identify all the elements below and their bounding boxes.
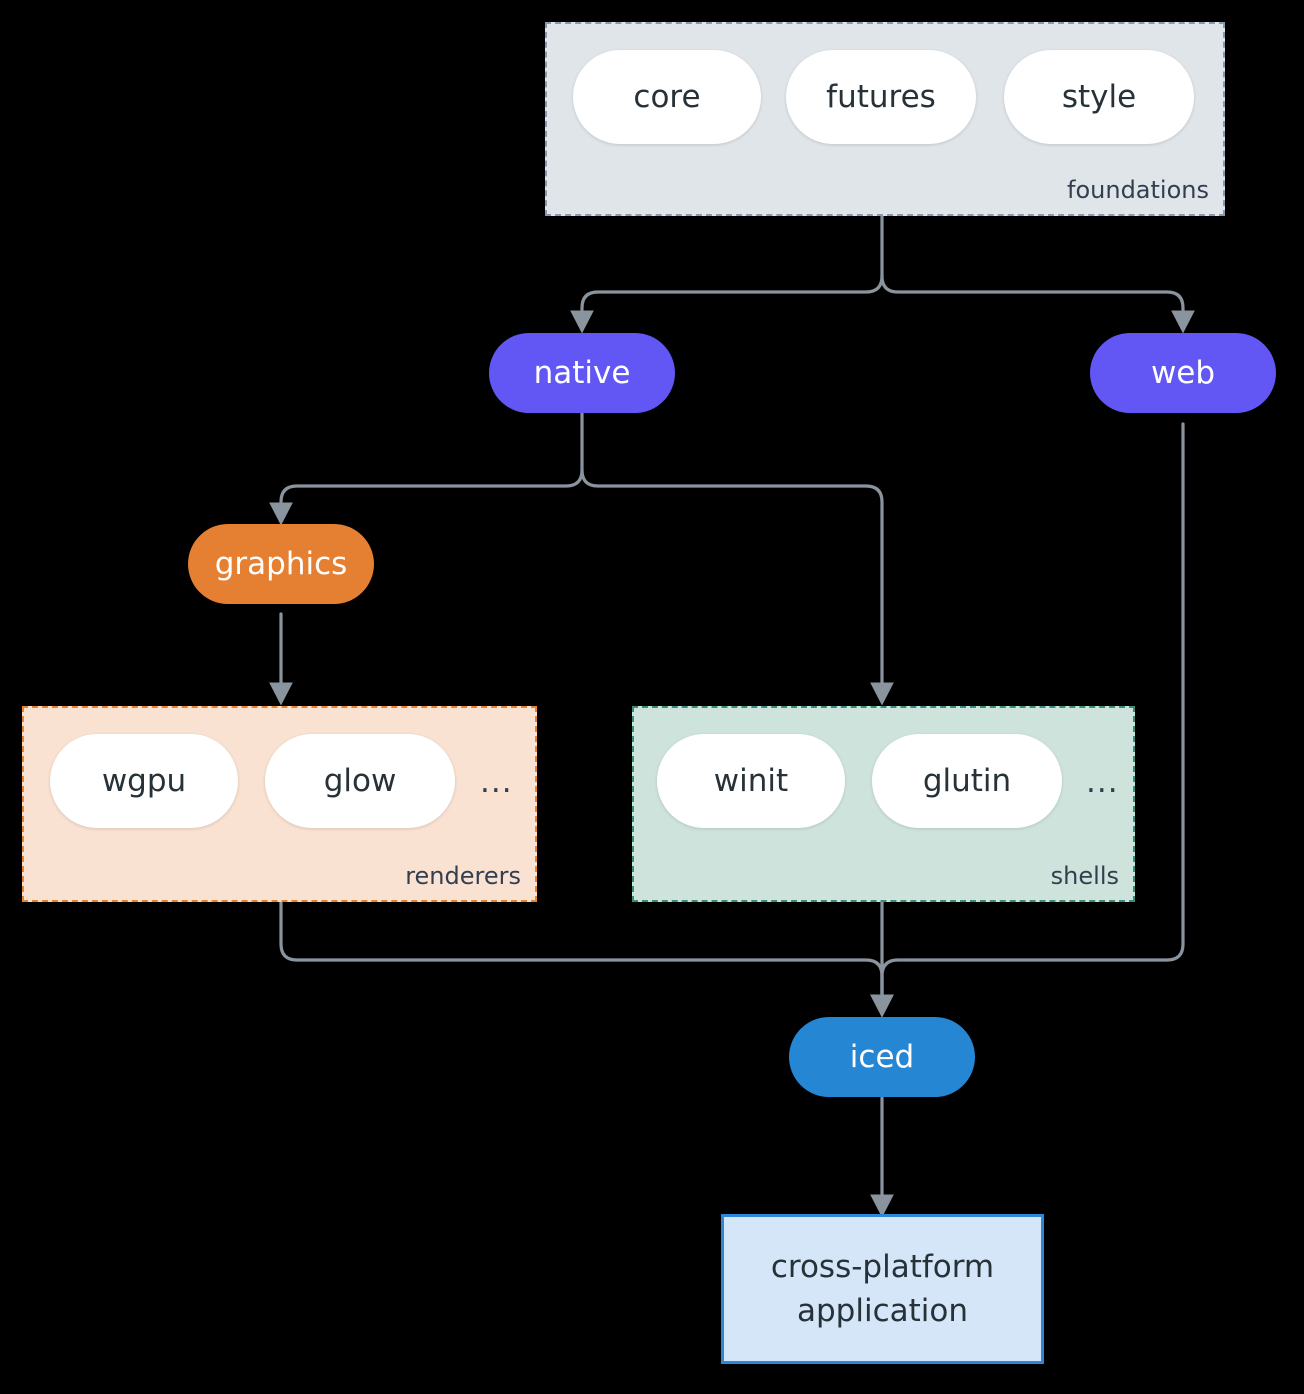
node-iced[interactable]: iced bbox=[789, 1017, 975, 1097]
node-native[interactable]: native bbox=[489, 333, 675, 413]
node-wgpu[interactable]: wgpu bbox=[50, 734, 238, 828]
edge-native-shells bbox=[580, 468, 894, 706]
application-line-1: cross-platform bbox=[770, 1248, 995, 1285]
node-web[interactable]: web bbox=[1090, 333, 1276, 413]
edge-renderers-iced bbox=[279, 900, 894, 1018]
node-graphics[interactable]: graphics bbox=[188, 524, 374, 604]
shells-overflow-ellipsis: ... bbox=[1086, 764, 1119, 800]
edge-foundations-web bbox=[880, 274, 1195, 334]
node-winit[interactable]: winit bbox=[657, 734, 845, 828]
edge-foundations-native bbox=[570, 214, 884, 334]
node-glutin[interactable]: glutin bbox=[872, 734, 1062, 828]
node-cross-platform-application[interactable]: cross-platform application bbox=[721, 1214, 1044, 1364]
node-style[interactable]: style bbox=[1004, 50, 1194, 144]
application-line-2: application bbox=[797, 1293, 968, 1329]
renderers-overflow-ellipsis: ... bbox=[480, 764, 513, 800]
edge-native-graphics bbox=[269, 411, 584, 526]
node-glow[interactable]: glow bbox=[265, 734, 455, 828]
node-futures[interactable]: futures bbox=[786, 50, 976, 144]
cluster-label-renderers: renderers bbox=[405, 862, 521, 890]
cluster-label-shells: shells bbox=[1050, 862, 1119, 890]
cluster-label-foundations: foundations bbox=[1067, 176, 1209, 204]
node-core[interactable]: core bbox=[573, 50, 761, 144]
